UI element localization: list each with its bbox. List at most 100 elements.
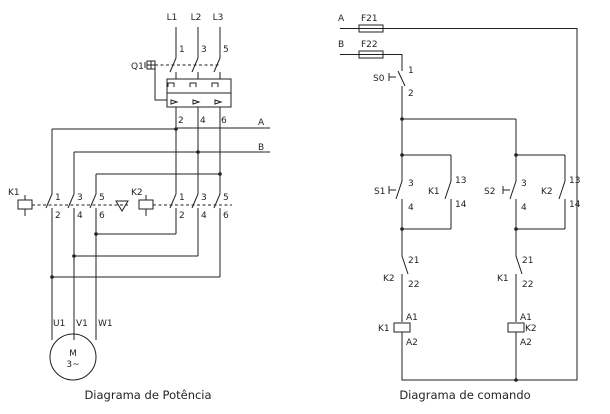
k1-seal-13: 13 <box>455 176 466 186</box>
fuse-f22-icon <box>358 50 384 59</box>
line-label-l2: L2 <box>191 13 202 23</box>
motor-terminal-w1: W1 <box>98 319 113 329</box>
k1-t3: 3 <box>77 193 83 203</box>
motor-letter: M <box>69 349 77 359</box>
stop-button-label: S0 <box>373 74 385 84</box>
feed-b-conductor <box>340 54 403 67</box>
command-diagram-caption: Diagrama de comando <box>399 388 530 402</box>
q1-terminal-2: 2 <box>178 116 184 126</box>
k1-t2: 2 <box>55 211 61 221</box>
interlock-icon <box>115 200 129 212</box>
k2-t2: 2 <box>179 211 185 221</box>
k2-coil-icon <box>138 195 154 216</box>
k1-interlock-22: 22 <box>522 280 533 290</box>
k2-seal-label: K2 <box>541 187 553 197</box>
s1-terminal-4: 4 <box>408 203 414 213</box>
fuse-f21-icon <box>358 24 384 33</box>
s2-button-label: S2 <box>484 187 495 197</box>
stop-button-icon <box>388 67 406 119</box>
k1-coil-label: K1 <box>378 324 390 334</box>
k2-coil-a2: A2 <box>520 338 532 348</box>
k2-seal-13: 13 <box>569 176 580 186</box>
k1-seal-contact <box>444 155 452 229</box>
power-diagram: L1 L2 L3 1 3 5 Q1 2 4 6 <box>8 13 270 402</box>
k2-coil-icon <box>507 322 525 333</box>
k2-t4: 4 <box>201 211 207 221</box>
rung-2: S2 3 4 K2 13 14 21 22 K1 A1 K2 A2 <box>484 153 581 382</box>
motor-phase: 3~ <box>66 360 79 370</box>
supply-conductors <box>175 27 221 58</box>
k2-interlock-label: K2 <box>383 274 395 284</box>
line-label-l1: L1 <box>167 13 178 23</box>
line-label-l3: L3 <box>213 13 224 23</box>
distribution-buses <box>52 128 220 175</box>
k1-main-contacts <box>45 190 97 226</box>
rung1-parallel-links <box>402 154 451 230</box>
k2-seal-14: 14 <box>569 200 581 210</box>
k1-seal-label: K1 <box>428 187 440 197</box>
k2-interlock-21: 21 <box>408 256 419 266</box>
k1-coil-icon <box>393 322 411 333</box>
motor-icon <box>49 333 97 381</box>
k2-coil-a1: A1 <box>520 313 532 323</box>
contactor-k2-label: K2 <box>131 188 143 198</box>
k2-coil-label: K2 <box>525 324 537 334</box>
k1-seal-14: 14 <box>455 200 467 210</box>
feed-label-a: A <box>258 118 265 128</box>
s1-button-label: S1 <box>374 187 385 197</box>
k1-t1: 1 <box>55 193 61 203</box>
s1-button-icon <box>388 155 403 229</box>
s2-terminal-3: 3 <box>521 179 527 189</box>
s1-terminal-3: 3 <box>408 179 414 189</box>
k1-interlock-21: 21 <box>522 256 533 266</box>
rung1-return <box>401 332 516 381</box>
control-feed-taps <box>176 127 270 153</box>
q1-terminal-6: 6 <box>221 116 227 126</box>
k2-t5: 5 <box>223 193 229 203</box>
power-diagram-caption: Diagrama de Potência <box>84 388 211 402</box>
rung-drops <box>401 119 517 155</box>
breaker-contacts <box>169 57 221 73</box>
k2-interlock-22: 22 <box>408 280 419 290</box>
k1-t4: 4 <box>77 211 83 221</box>
breaker-trip-link <box>154 69 167 101</box>
k2-interlock-contact <box>401 229 409 322</box>
s2-terminal-4: 4 <box>521 203 527 213</box>
breaker-output-conductors <box>175 107 221 190</box>
fuse-f21-label: F21 <box>361 14 378 24</box>
s2-button-icon <box>502 155 517 229</box>
breaker-body <box>166 78 232 108</box>
breaker-operator-icon <box>144 60 220 70</box>
k1-t6: 6 <box>99 211 105 221</box>
k2-t6: 6 <box>223 211 229 221</box>
breaker-label: Q1 <box>131 62 144 72</box>
q1-terminal-3: 3 <box>201 45 207 55</box>
k2-seal-contact <box>558 155 566 229</box>
command-feed-b: B <box>338 40 344 50</box>
motor-leads <box>51 226 97 340</box>
breaker-inner-links <box>175 72 221 79</box>
fuse-f22-label: F22 <box>361 40 378 50</box>
k1-t5: 5 <box>99 193 105 203</box>
k1-coil-a2: A2 <box>406 338 418 348</box>
s0-terminal-2: 2 <box>408 89 414 99</box>
reversing-links <box>52 233 220 278</box>
motor-terminal-u1: U1 <box>53 319 65 329</box>
motor-terminal-v1: V1 <box>76 319 88 329</box>
k2-t3: 3 <box>201 193 207 203</box>
q1-terminal-5: 5 <box>223 45 229 55</box>
k1-coil-icon <box>17 195 33 216</box>
k1-interlock-label: K1 <box>497 274 509 284</box>
k1-feeders <box>51 129 97 190</box>
k1-coil-a1: A1 <box>406 313 418 323</box>
command-feed-a: A <box>338 14 345 24</box>
q1-terminal-1: 1 <box>179 45 185 55</box>
q1-terminal-4: 4 <box>200 116 206 126</box>
k1-interlock-contact <box>515 229 523 322</box>
rung-1: S1 3 4 K1 13 14 21 22 K2 A1 K1 A2 <box>374 153 516 381</box>
feed-a-conductor <box>340 28 578 381</box>
s0-terminal-1: 1 <box>408 66 414 76</box>
k2-t1: 1 <box>179 193 185 203</box>
contactor-k1-label: K1 <box>8 188 20 198</box>
